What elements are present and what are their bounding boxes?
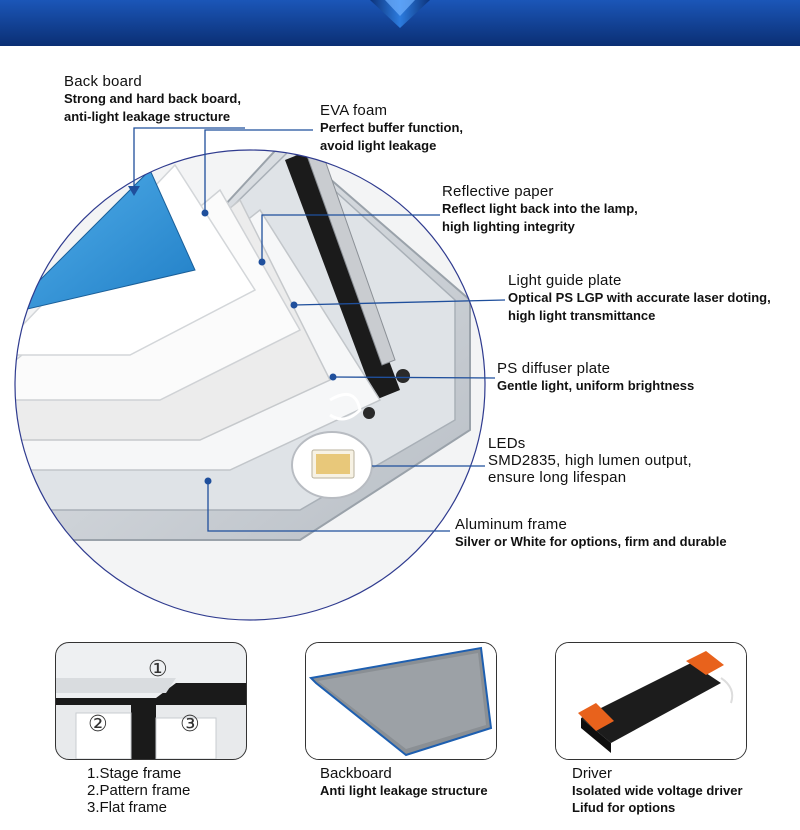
callout-title: Aluminum frame [455, 516, 567, 533]
backboard-desc: Anti light leakage structure [320, 783, 488, 798]
driver-line: Isolated wide voltage driver [572, 783, 743, 798]
callout-line: avoid light leakage [320, 138, 437, 153]
callout-line: high lighting integrity [442, 219, 575, 234]
frame-type-item: 3.Flat frame [87, 799, 168, 816]
frame-marker-3: ③ [180, 712, 200, 737]
leader-ps-diffuser [332, 376, 496, 379]
frame-marker-2: ② [88, 712, 108, 737]
driver-thumbnail [555, 642, 747, 760]
callout-line: Gentle light, uniform brightness [497, 378, 695, 393]
callout-line: Strong and hard back board, [64, 91, 241, 106]
leader-light-guide-plate [293, 299, 506, 306]
callout-line: Perfect buffer function, [320, 120, 464, 135]
callout-ps-diffuser-plate: PS diffuser plate Gentle light, uniform … [497, 360, 694, 395]
led-zoom-bubble [291, 431, 373, 499]
callout-title: EVA foam [320, 102, 388, 119]
callout-line: anti-light leakage structure [64, 109, 231, 124]
frame-type-item: 1.Stage frame [87, 765, 182, 782]
callout-title: LEDs [488, 435, 526, 452]
backboard-thumbnail [305, 642, 497, 760]
callout-title: PS diffuser plate [497, 360, 611, 377]
callout-line: Reflect light back into the lamp, [442, 201, 638, 216]
callout-title: Light guide plate [508, 272, 622, 289]
leader-back-board [133, 127, 245, 190]
eva-foam-strip [285, 150, 400, 400]
callout-reflective-paper: Reflective paper Reflect light back into… [442, 183, 638, 236]
leader-reflective-paper [261, 214, 440, 262]
callout-eva-foam: EVA foam Perfect buffer function, avoid … [320, 102, 463, 155]
frame-type-item: 2.Pattern frame [87, 782, 191, 799]
arrow-back-board [128, 186, 140, 196]
driver-caption: Driver Isolated wide voltage driver Lifu… [572, 765, 743, 816]
callout-line: SMD2835, high lumen output, [488, 452, 692, 469]
callout-light-guide-plate: Light guide plate Optical PS LGP with ac… [508, 272, 771, 325]
callout-line: high light transmittance [508, 308, 656, 323]
screw-1 [396, 369, 410, 383]
frames-thumbnail: ① ② ③ [55, 642, 247, 760]
callout-title: Reflective paper [442, 183, 554, 200]
panel-layers-diagram [14, 127, 506, 621]
back-board-shape [15, 169, 196, 342]
leader-eva-foam [204, 129, 313, 213]
callout-back-board: Back board Strong and hard back board, a… [64, 73, 241, 126]
callout-leds: LEDs SMD2835, high lumen output, ensure … [488, 435, 692, 486]
callout-line: Silver or White for options, firm and du… [455, 534, 727, 549]
backboard-caption: Backboard Anti light leakage structure [320, 765, 488, 799]
backboard-title: Backboard [320, 765, 392, 782]
callout-title: Back board [64, 73, 142, 90]
frame-marker-1: ① [148, 657, 168, 682]
driver-line: Lifud for options [572, 800, 676, 815]
top-banner [0, 0, 800, 46]
callout-line: Optical PS LGP with accurate laser dotin… [508, 290, 771, 305]
driver-title: Driver [572, 765, 612, 782]
led-strip-shape [304, 150, 396, 366]
callout-line: ensure long lifespan [488, 469, 627, 486]
frames-caption: 1.Stage frame 2.Pattern frame 3.Flat fra… [87, 765, 190, 816]
leader-aluminum-frame [207, 481, 450, 532]
screw-2 [363, 407, 375, 419]
callout-aluminum-frame: Aluminum frame Silver or White for optio… [455, 516, 727, 551]
